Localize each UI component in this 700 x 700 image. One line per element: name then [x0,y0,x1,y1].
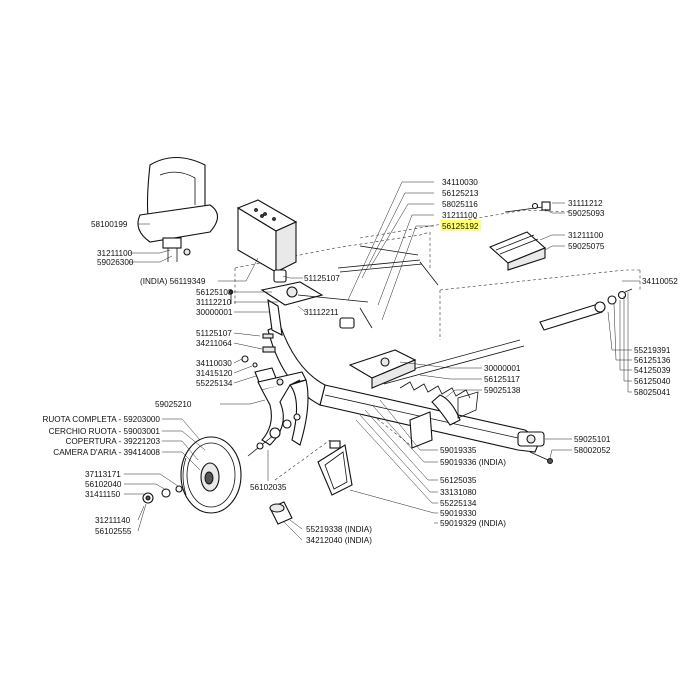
rear-bolt-part [529,451,553,464]
label-t1: 34110030 [442,178,478,187]
label-tr2: 59025093 [568,209,605,218]
label-seat-bolt: 31211100 [97,249,133,258]
label-wheel-complete: RUOTA COMPLETA - 59203000 [42,415,160,424]
seat-part [137,156,219,262]
label-b7: 59019329 (INDIA) [440,519,506,528]
label-t2: 56125213 [442,189,479,198]
label-r4: 56125040 [634,377,671,386]
label-wb4: 31211140 [95,516,131,525]
highlight-box [441,220,481,231]
label-fork: 59025210 [155,400,192,409]
part-number-labels: 58100199 31211100 59026300 (INDIA) 56119… [42,178,678,545]
label-axle: 56102035 [250,483,287,492]
label-wb5: 56102555 [95,527,132,536]
label-b2: 59019336 (INDIA) [440,458,506,467]
label-br2: 58002052 [574,446,611,455]
label-b4: 33131080 [440,488,477,497]
label-wheel-tube: CAMERA D'ARIA - 39414008 [53,448,160,457]
label-far-right: 34110052 [642,277,678,286]
label-l3: 34110030 [196,359,232,368]
label-wb3: 31411150 [85,490,121,499]
label-c2: 56125117 [484,375,520,384]
label-tr4: 59025075 [568,242,605,251]
label-seat: 58100199 [91,220,128,229]
label-m5: 31112211 [304,308,339,317]
linkage-rods [297,245,439,329]
label-tr3: 31211100 [568,231,604,240]
label-m4: 30000001 [196,308,233,317]
label-l1: 51125107 [196,329,232,338]
wheel-bolts-parts [142,485,183,504]
label-seat-nut: 59026300 [97,258,134,267]
label-b6: 59019330 [440,509,477,518]
front-wheel-part [180,436,242,514]
brake-lever-part [348,349,461,426]
label-l5: 55225134 [196,379,233,388]
label-b3: 56125035 [440,476,477,485]
label-wb1: 37113171 [85,470,121,479]
label-m2: 56125108 [196,288,233,297]
label-wb2: 56102040 [85,480,122,489]
label-t4: 31211100 [442,211,478,220]
label-c3: 59025138 [484,386,521,395]
label-r3: 54125039 [634,366,671,375]
label-l2: 34211064 [196,339,232,348]
label-b5: 55225134 [440,499,477,508]
label-highlight: 56125192 [442,222,479,231]
label-c1: 30000001 [484,364,521,373]
label-t3: 58025116 [442,200,478,209]
label-l4: 31415120 [196,369,233,378]
fork-part [257,371,309,446]
right-strut-part [539,288,633,331]
leader-lines [124,181,640,541]
label-wheel-rim: CERCHIO RUOTA - 59003001 [49,427,161,436]
label-r1: 55219391 [634,346,671,355]
label-tr1: 31111212 [568,199,603,208]
grip-part [269,501,293,525]
stand-part [317,440,353,496]
label-r5: 58025041 [634,388,671,397]
label-g1: 55219338 (INDIA) [306,525,372,534]
right-lamp-assembly [488,201,551,271]
axle-parts [247,413,301,457]
label-m1: 51125107 [304,274,340,283]
label-india-bracket: (INDIA) 56119349 [140,277,206,286]
label-b1: 59019335 [440,446,477,455]
label-r2: 56125136 [634,356,671,365]
label-m3: 31112210 [196,298,232,307]
seat-bracket-part [236,199,298,273]
frame-top-plate-part [260,269,324,336]
pedal-part [409,391,479,449]
label-wheel-tyre: COPERTURA - 39221203 [65,437,160,446]
label-g2: 34212040 (INDIA) [306,536,372,545]
label-br1: 59025101 [574,435,611,444]
